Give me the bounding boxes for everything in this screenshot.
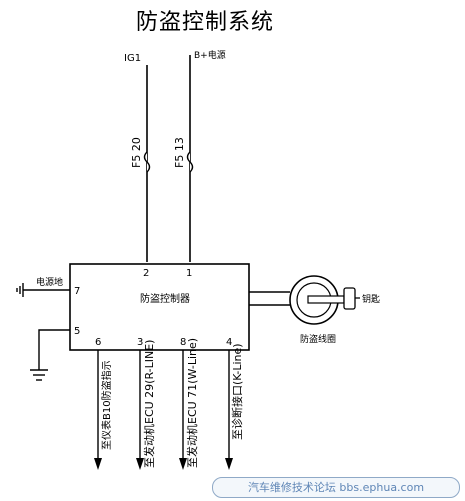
output-label-4: 至诊断接口(K-Line)	[230, 343, 244, 440]
pin-6: 6	[95, 337, 101, 348]
fuse-ig1-label: F5 20	[130, 137, 143, 168]
controller-label: 防盗控制器	[140, 292, 190, 305]
ig1-label: IG1	[124, 53, 141, 64]
pin-4: 4	[226, 337, 232, 348]
battery-label: B+电源	[194, 49, 226, 61]
indicator-label: 电源地	[36, 276, 63, 288]
pin-3: 3	[137, 337, 143, 348]
pin5-wire	[38, 329, 70, 370]
fuse-battery-icon	[186, 151, 194, 173]
chassis-ground-icon	[16, 283, 24, 297]
arrow-down-icon	[136, 458, 144, 470]
fuse-battery-label: F5 13	[173, 137, 186, 168]
key-label: 钥匙	[362, 293, 380, 305]
output-label-1: 至仪表B10防盗指示	[100, 360, 113, 450]
arrow-down-icon	[179, 458, 187, 470]
immobilizer-coil-icon	[289, 275, 345, 325]
coil-label: 防盗线圈	[300, 333, 336, 345]
fuse-ig1-icon	[143, 151, 151, 173]
arrow-down-icon	[94, 458, 102, 470]
output-label-3: 至发动机ECU 71(W-Line)	[185, 338, 199, 468]
ground-icon	[30, 369, 48, 381]
controller-module	[69, 263, 250, 351]
pin-2: 2	[143, 268, 149, 279]
arrow-down-icon	[225, 458, 233, 470]
key-icon	[343, 287, 360, 310]
output-label-2: 至发动机ECU 29(R-LINE)	[142, 340, 156, 468]
watermark: 汽车维修技术论坛 bbs.ephua.com	[212, 477, 460, 498]
pin-8: 8	[180, 337, 186, 348]
pin-7: 7	[74, 286, 80, 297]
pin-1: 1	[186, 268, 192, 279]
page-title: 防盗控制系统	[135, 10, 274, 35]
pin-5: 5	[74, 326, 80, 337]
